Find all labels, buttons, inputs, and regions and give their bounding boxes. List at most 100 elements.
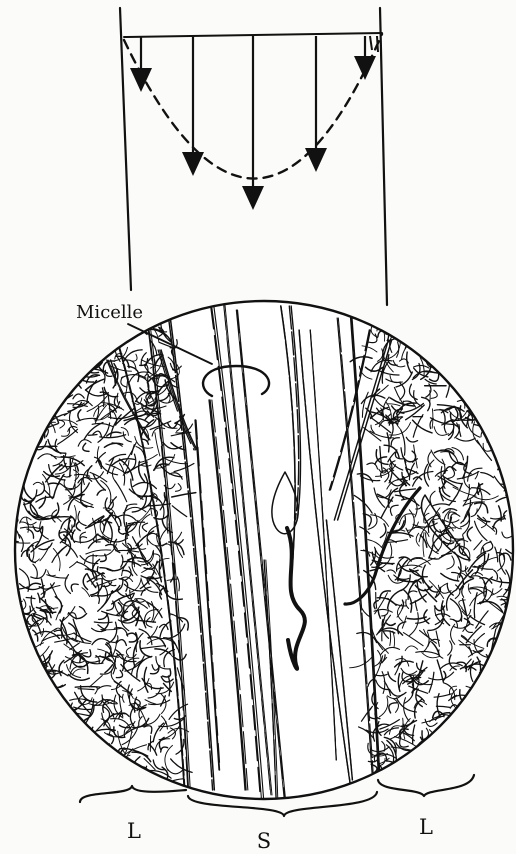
velocity-arrow [305,36,327,172]
velocity-arrow [130,36,152,92]
tangle-fiber [104,328,127,333]
tangle-fiber [37,718,44,727]
tangle-fiber [491,381,498,392]
tangle-fiber [49,339,57,346]
tangle-fiber [437,324,452,333]
tangle-fiber [45,714,55,735]
tangle-fiber [10,743,20,745]
tangle-fiber [508,339,516,346]
tangle-fiber [97,772,114,776]
tangle-fiber [484,677,493,681]
tangle-fiber [445,339,451,354]
tangle-fiber [487,747,502,761]
tangle-fiber [66,343,76,358]
tangle-fiber [491,700,513,709]
tangle-fiber [445,327,470,333]
tangle-fiber [81,329,88,341]
tangle-fiber [2,379,17,390]
tangle-fiber [415,311,430,329]
tangle-fiber [471,335,481,337]
tangle-fiber [464,741,469,764]
tangle-fiber [26,668,40,670]
tangle-fiber [496,710,502,717]
tangle-fiber [496,386,502,405]
tangle-fiber [29,319,43,334]
tangle-fiber [30,364,34,376]
tangle-fiber [35,707,60,712]
tangle-fiber [468,731,474,755]
tangle-fiber [482,767,489,789]
tangle-fiber [57,789,67,807]
tangle-fiber [19,759,27,782]
tangle-fiber [487,679,504,687]
tangle-fiber [432,744,443,767]
tangle-fiber [483,377,489,386]
tangle-fiber [14,604,19,616]
tangle-fiber [460,367,465,387]
tangle-fiber [480,328,482,339]
tangle-fiber [488,714,494,732]
tangle-fiber [28,354,40,366]
tangle-fiber [50,393,54,416]
tangle-fiber [422,321,441,326]
tangle-fiber [496,689,502,705]
tangle-fiber [478,775,498,789]
tangle-fiber [28,368,43,374]
tangle-fiber [418,325,430,330]
tangle-fiber [428,766,448,769]
velocity-profile [120,8,387,305]
velocity-arrows [130,36,378,210]
tangle-fiber [497,681,504,703]
tangle-fiber [18,664,23,684]
tangle-fiber [35,713,56,719]
tangle-fiber [486,401,501,411]
tangle-fiber [22,683,42,690]
tangle-fiber [21,454,27,461]
tangle-fiber [62,737,66,752]
tangle-fiber [500,366,516,378]
tangle-fiber [108,754,120,773]
tangle-fiber [22,757,27,779]
tangle-fiber [475,408,484,413]
tangle-fiber [120,760,130,781]
tangle-fiber [131,774,147,784]
tangle-fiber [480,389,498,402]
tangle-fiber [82,754,85,767]
tangle-fiber [480,364,490,372]
tangle-fiber [500,755,506,769]
tangle-fiber [493,644,505,662]
tangle-fiber [451,762,471,768]
tangle-fiber [450,770,461,781]
tangle-fiber [483,357,487,380]
tangle-fiber [25,739,38,748]
tangle-fiber [27,709,33,715]
tangle-fiber [90,329,99,336]
tangle-fiber [455,361,473,366]
tangle-fiber [441,764,449,773]
tangle-fiber [25,342,28,358]
tangle-fiber [484,672,490,678]
tangle-fiber [497,730,508,732]
tangle-fiber [79,328,95,340]
tangle-fiber [76,776,98,784]
tangle-fiber [505,685,516,693]
tangle-fiber [31,763,46,774]
tangle-fiber [40,416,47,422]
tangle-fiber [107,323,120,332]
tangle-fiber [14,459,21,466]
tangle-fiber [22,662,24,677]
tangle-fiber [13,754,17,767]
tangle-fiber [74,736,76,749]
tangle-fiber [27,350,33,361]
tangle-fiber [2,734,24,742]
tangle-fiber [8,342,19,359]
tangle-fiber [472,747,477,764]
tangle-fiber [497,367,511,370]
tangle-fiber [32,420,45,429]
tangle-fiber [14,720,23,734]
tangle-fiber [25,335,31,359]
tangle-fiber [494,321,511,325]
tangle-fiber [8,339,16,353]
tangle-fiber [65,755,76,763]
tangle-fiber [424,747,444,753]
